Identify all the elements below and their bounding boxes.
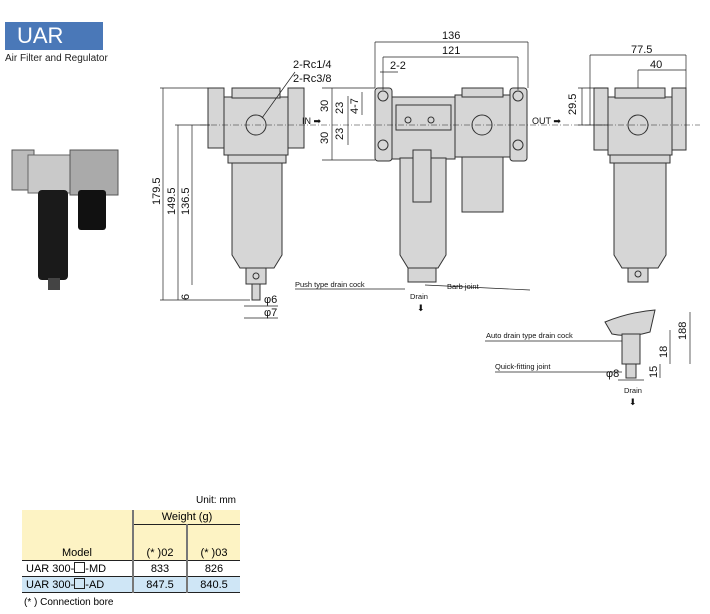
placeholder-box-icon: [74, 578, 86, 589]
dim-121: 121: [442, 45, 460, 57]
weight-03: 826: [187, 560, 240, 577]
side-view-left: [207, 87, 305, 301]
weight-header: Weight (g): [133, 510, 240, 525]
dim-40: 40: [650, 59, 662, 71]
dim-30-lower: 30: [319, 132, 331, 144]
connection-bore-note: (* ) Connection bore: [24, 597, 114, 608]
port-label-1: 2-Rc1/4: [293, 59, 332, 71]
unit-label: Unit: mm: [196, 495, 236, 506]
dim-136: 136: [442, 30, 460, 42]
out-label: OUT ➡: [532, 116, 561, 126]
table-row: UAR 300- -AD 847.5 840.5: [22, 576, 240, 593]
dim-77-5: 77.5: [631, 44, 652, 56]
model-suffix: -AD: [85, 579, 105, 591]
table-header-row: Model Weight (g): [22, 510, 240, 561]
model-name: UAR 300-: [26, 563, 75, 575]
drain-arrow-icon: ⬇: [417, 303, 425, 313]
quick-fitting-label: Quick-fitting joint: [495, 362, 551, 371]
in-label: IN ➡: [302, 116, 322, 126]
dim-4-7: 4-7: [349, 98, 361, 114]
dim-23-lower: 23: [334, 128, 346, 140]
drain-arrow-icon: ⬇: [629, 397, 637, 407]
model-header: Model: [22, 510, 134, 561]
table-row: UAR 300- -MD 833 826: [22, 560, 240, 577]
dim-2-2: 2-2: [390, 60, 406, 72]
placeholder-box-icon: [74, 562, 86, 573]
dim-phi8: φ8: [606, 368, 619, 380]
auto-drain-label: Auto drain type drain cock: [486, 331, 573, 340]
technical-drawing: 2-Rc1/4 2-Rc3/8 136 121 2-2 77.5 40 29.5…: [11, 30, 700, 407]
side-view-right: [593, 87, 687, 283]
dim-6: 6: [180, 294, 192, 300]
port-label-2: 2-Rc3/8: [293, 73, 332, 85]
dim-136-5: 136.5: [180, 187, 192, 215]
front-view: [374, 87, 528, 283]
push-drain-label: Push type drain cock: [295, 280, 365, 289]
dim-29-5: 29.5: [567, 94, 579, 115]
weight-02: 847.5: [133, 576, 188, 593]
col-02-header: (* )02: [133, 524, 188, 561]
weight-table: Model Weight (g) (* )02 (* )03 UAR 300--…: [22, 510, 240, 593]
drain-label-2: Drain: [624, 386, 642, 395]
barb-joint-label: Barb joint: [447, 282, 480, 291]
drain-label: Drain: [410, 292, 428, 301]
dim-188: 188: [677, 322, 689, 340]
weight-03: 840.5: [187, 576, 240, 593]
product-photo: [11, 149, 119, 290]
dim-phi6: φ6: [264, 294, 277, 306]
product-title: UAR: [5, 22, 103, 50]
dim-149-5: 149.5: [166, 187, 178, 215]
product-subtitle: Air Filter and Regulator: [5, 53, 108, 64]
dim-179-5: 179.5: [151, 177, 163, 205]
dim-15: 15: [648, 366, 660, 378]
dim-18: 18: [658, 346, 670, 358]
model-suffix: -MD: [85, 563, 107, 575]
dimension-lines: [160, 41, 691, 381]
auto-drain-detail: [604, 309, 656, 379]
dim-23-upper: 23: [334, 102, 346, 114]
weight-02: 833: [133, 560, 188, 577]
dim-30-upper: 30: [319, 100, 331, 112]
model-name: UAR 300-: [26, 579, 75, 591]
dim-phi7: φ7: [264, 307, 277, 319]
col-03-header: (* )03: [187, 524, 240, 561]
